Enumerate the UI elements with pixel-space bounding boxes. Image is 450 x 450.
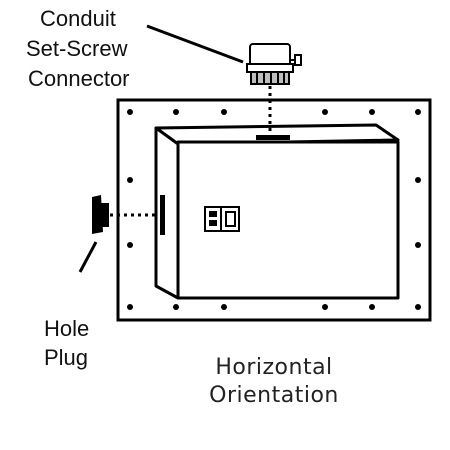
receptacle xyxy=(204,206,240,232)
conduit-connector xyxy=(246,43,302,85)
plug-leader-line xyxy=(78,241,98,273)
orientation-caption-line1: Horizontal xyxy=(215,355,333,380)
conduit-label-line1: Conduit xyxy=(40,6,116,31)
hole-plug xyxy=(92,195,109,234)
side-knockout xyxy=(160,195,165,235)
mounting-holes xyxy=(127,109,421,310)
enclosure-box xyxy=(154,123,400,300)
conduit-label-line3: Connector xyxy=(28,66,130,91)
orientation-caption-line2: Orientation xyxy=(209,383,339,408)
hole-plug-label-line2: Plug xyxy=(44,345,89,370)
top-knockout xyxy=(256,135,290,140)
conduit-leader-line xyxy=(146,24,244,64)
hole-plug-label-line1: Hole xyxy=(44,316,90,341)
conduit-label-line2: Set-Screw xyxy=(26,36,128,61)
